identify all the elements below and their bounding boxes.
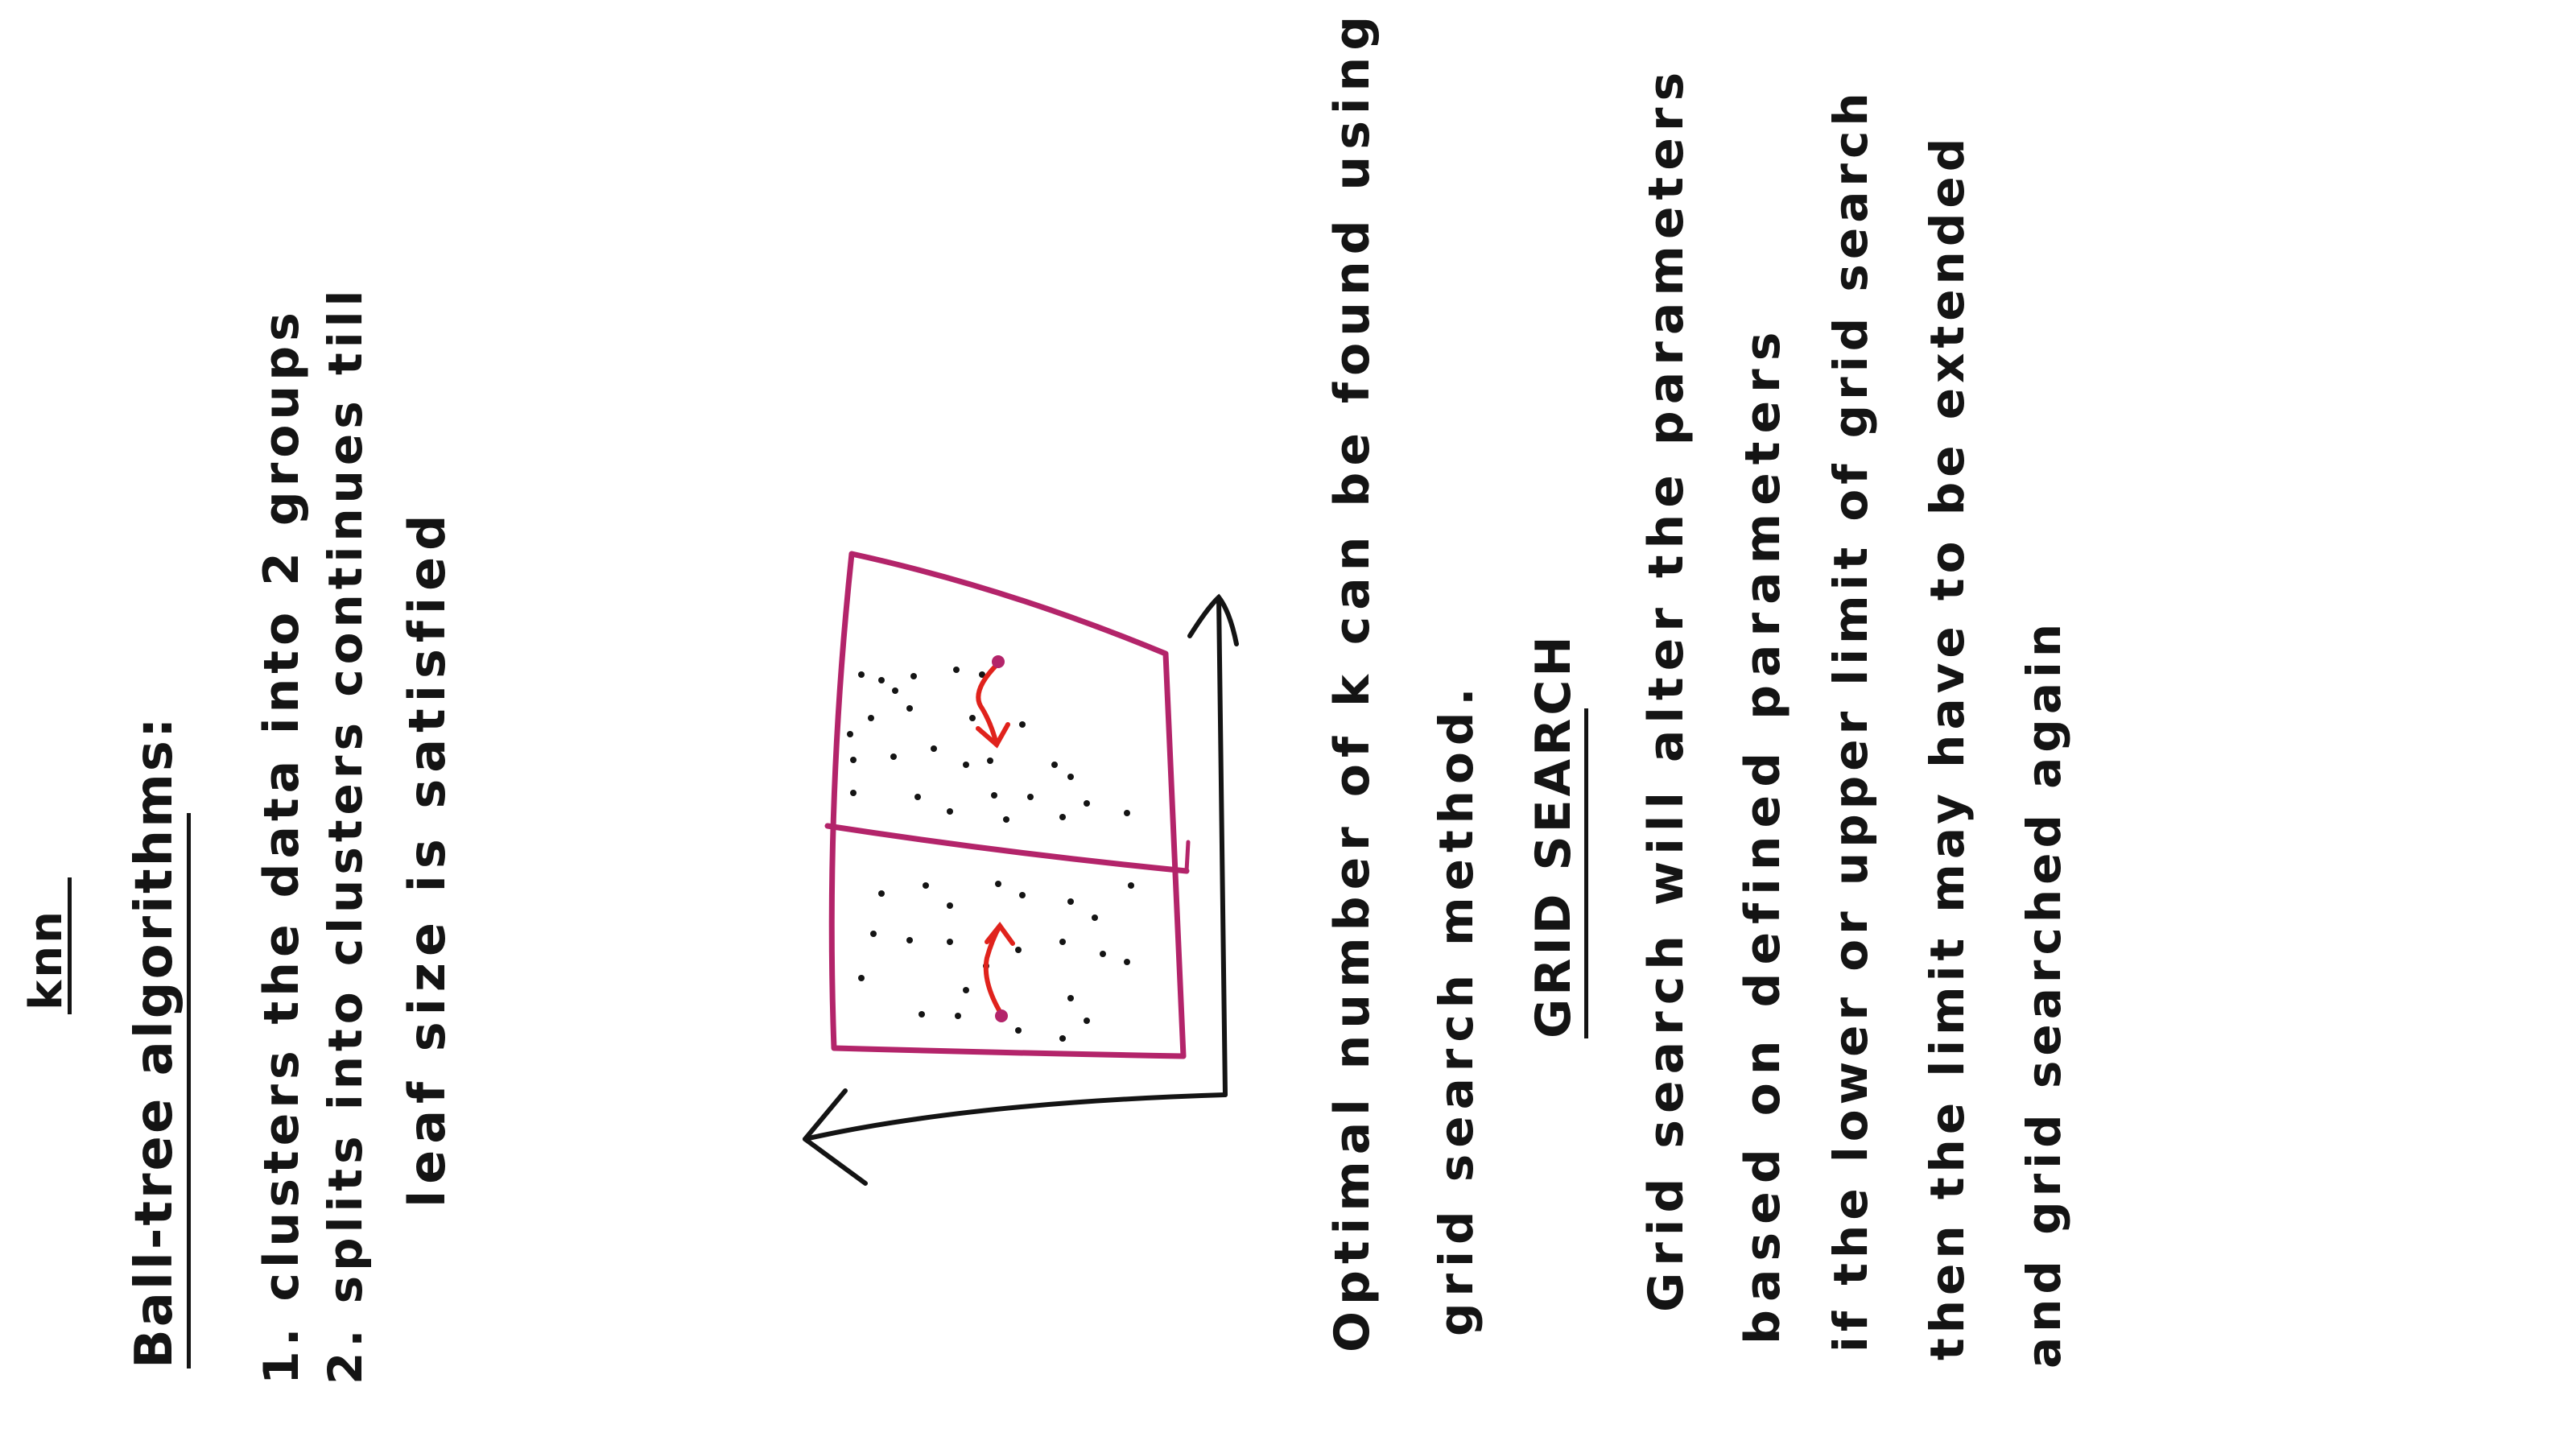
- cluster-box-outer: [828, 551, 1187, 1059]
- cluster-divider-tick: [1184, 840, 1191, 873]
- grid-search-heading-underline: [1584, 708, 1588, 1038]
- lower-cluster-center: [995, 1009, 1008, 1022]
- x-axis-arrowhead: [803, 1088, 868, 1186]
- y-axis-arrowhead: [1187, 593, 1239, 646]
- optimal-k-line-1: Optimal number of k can be found using: [1324, 9, 1381, 1352]
- lower-cluster-points: [858, 881, 1134, 1042]
- grid-search-heading: GRID SEARCH: [1525, 633, 1582, 1038]
- balltree-heading-underline: [187, 813, 191, 1368]
- grid-search-line-1: Grid search will alter the parameters: [1638, 65, 1695, 1312]
- grid-search-line-3: if the lower or upper limit of grid sear…: [1823, 88, 1878, 1352]
- upper-cluster-arrow: [976, 663, 999, 747]
- title-underline: [68, 877, 72, 1014]
- grid-search-line-4: then the limit may have to be extended: [1920, 133, 1975, 1360]
- upper-cluster-center: [992, 655, 1005, 668]
- grid-search-line-2: based on defined parameters: [1735, 324, 1791, 1344]
- grid-search-line-5: and grid searched again: [2017, 618, 2071, 1368]
- lower-cluster-arrowhead: [985, 922, 1015, 946]
- y-axis-line: [1216, 595, 1228, 1097]
- optimal-k-line-2: grid search method.: [1429, 681, 1484, 1336]
- x-axis-line: [803, 1092, 1228, 1141]
- cluster-divider: [824, 823, 1190, 874]
- upper-cluster-arrowhead: [976, 722, 1010, 749]
- upper-cluster-points: [847, 667, 1130, 823]
